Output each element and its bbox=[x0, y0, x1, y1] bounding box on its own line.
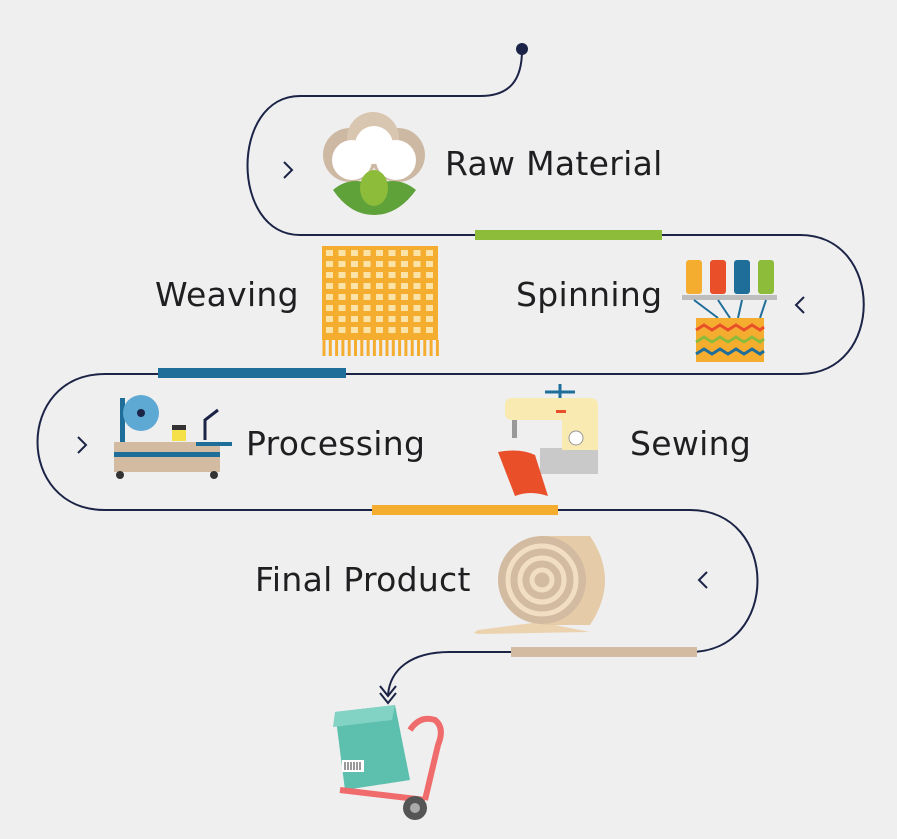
weave-cell bbox=[426, 272, 433, 278]
weave-cell bbox=[413, 261, 421, 267]
weave-cell bbox=[326, 327, 333, 333]
weave-cell bbox=[388, 272, 396, 278]
chevron-left-icon bbox=[697, 571, 708, 589]
weave-cell bbox=[326, 305, 333, 311]
weave-cell bbox=[338, 294, 346, 300]
weave-cell bbox=[376, 261, 383, 267]
weave-cell bbox=[426, 316, 433, 322]
weave-cell bbox=[376, 327, 383, 333]
weave-cell bbox=[413, 283, 421, 289]
weave-cell bbox=[401, 327, 408, 333]
woven-fabric-icon bbox=[322, 246, 439, 356]
bar-green bbox=[475, 230, 662, 240]
step-label-raw-material: Raw Material bbox=[445, 144, 663, 183]
weave-cell bbox=[388, 283, 396, 289]
weave-cell bbox=[388, 327, 396, 333]
weave-cell bbox=[351, 316, 358, 322]
weave-cell bbox=[401, 261, 408, 267]
weave-cell bbox=[363, 283, 371, 289]
weave-cell bbox=[426, 283, 433, 289]
bar-blue bbox=[158, 368, 346, 378]
weave-cell bbox=[376, 283, 383, 289]
chevron-left-icon bbox=[794, 296, 805, 314]
weave-cell bbox=[351, 305, 358, 311]
weave-cell bbox=[338, 261, 346, 267]
weave-cell bbox=[413, 272, 421, 278]
step-label-final-product: Final Product bbox=[255, 560, 471, 599]
weave-cell bbox=[351, 261, 358, 267]
weave-cell bbox=[376, 305, 383, 311]
step-label-processing: Processing bbox=[246, 424, 426, 463]
weave-cell bbox=[426, 327, 433, 333]
process-path bbox=[36, 49, 865, 696]
chevron-right-icon bbox=[283, 161, 294, 179]
weave-cell bbox=[413, 294, 421, 300]
weave-cell bbox=[338, 305, 346, 311]
weave-cell bbox=[326, 283, 333, 289]
weave-cell bbox=[376, 294, 383, 300]
weave-cell bbox=[401, 294, 408, 300]
weave-cell bbox=[338, 316, 346, 322]
fabric-roll-icon bbox=[474, 536, 605, 634]
weave-cell bbox=[363, 305, 371, 311]
weave-cell bbox=[376, 316, 383, 322]
weave-cell bbox=[401, 272, 408, 278]
weave-cell bbox=[351, 283, 358, 289]
weave-cell bbox=[413, 327, 421, 333]
weave-cell bbox=[388, 316, 396, 322]
weave-cell bbox=[401, 305, 408, 311]
weave-cell bbox=[363, 316, 371, 322]
weave-cell bbox=[326, 250, 333, 256]
start-dot bbox=[516, 43, 528, 55]
weave-cell bbox=[401, 250, 408, 256]
weave-cell bbox=[338, 250, 346, 256]
weave-cell bbox=[376, 250, 383, 256]
weave-cell bbox=[351, 294, 358, 300]
weave-cell bbox=[326, 261, 333, 267]
weave-cell bbox=[376, 272, 383, 278]
spools-icon bbox=[682, 260, 777, 362]
weave-cell bbox=[351, 327, 358, 333]
step-label-weaving: Weaving bbox=[155, 275, 299, 314]
weave-cell bbox=[326, 294, 333, 300]
weave-cell bbox=[388, 294, 396, 300]
weave-cell bbox=[401, 316, 408, 322]
weave-cell bbox=[351, 250, 358, 256]
processing-machine-icon bbox=[114, 395, 232, 479]
weave-cell bbox=[363, 327, 371, 333]
weave-cell bbox=[326, 316, 333, 322]
weave-cell bbox=[426, 250, 433, 256]
weave-cell bbox=[388, 250, 396, 256]
weave-cell bbox=[363, 272, 371, 278]
end-arrow-icon bbox=[379, 685, 397, 705]
bar-tan bbox=[511, 647, 697, 657]
weave-cell bbox=[326, 272, 333, 278]
weave-cell bbox=[413, 250, 421, 256]
weave-cell bbox=[338, 327, 346, 333]
weave-cell bbox=[413, 305, 421, 311]
weave-cell bbox=[426, 261, 433, 267]
weave-cell bbox=[426, 294, 433, 300]
chevron-right-icon bbox=[77, 436, 88, 454]
sewing-machine-icon bbox=[498, 384, 598, 496]
weave-cell bbox=[426, 305, 433, 311]
weave-cell bbox=[351, 272, 358, 278]
delivery-box-icon bbox=[333, 705, 444, 820]
weave-cell bbox=[388, 261, 396, 267]
weave-cell bbox=[363, 250, 371, 256]
weave-cell bbox=[338, 283, 346, 289]
weave-cell bbox=[363, 261, 371, 267]
weave-cell bbox=[388, 305, 396, 311]
step-label-sewing: Sewing bbox=[630, 424, 752, 463]
bar-orange bbox=[372, 505, 558, 515]
weave-cell bbox=[401, 283, 408, 289]
weave-cell bbox=[363, 294, 371, 300]
weave-cell bbox=[338, 272, 346, 278]
step-label-spinning: Spinning bbox=[516, 275, 663, 314]
weave-cell bbox=[413, 316, 421, 322]
cotton-icon bbox=[323, 112, 425, 215]
